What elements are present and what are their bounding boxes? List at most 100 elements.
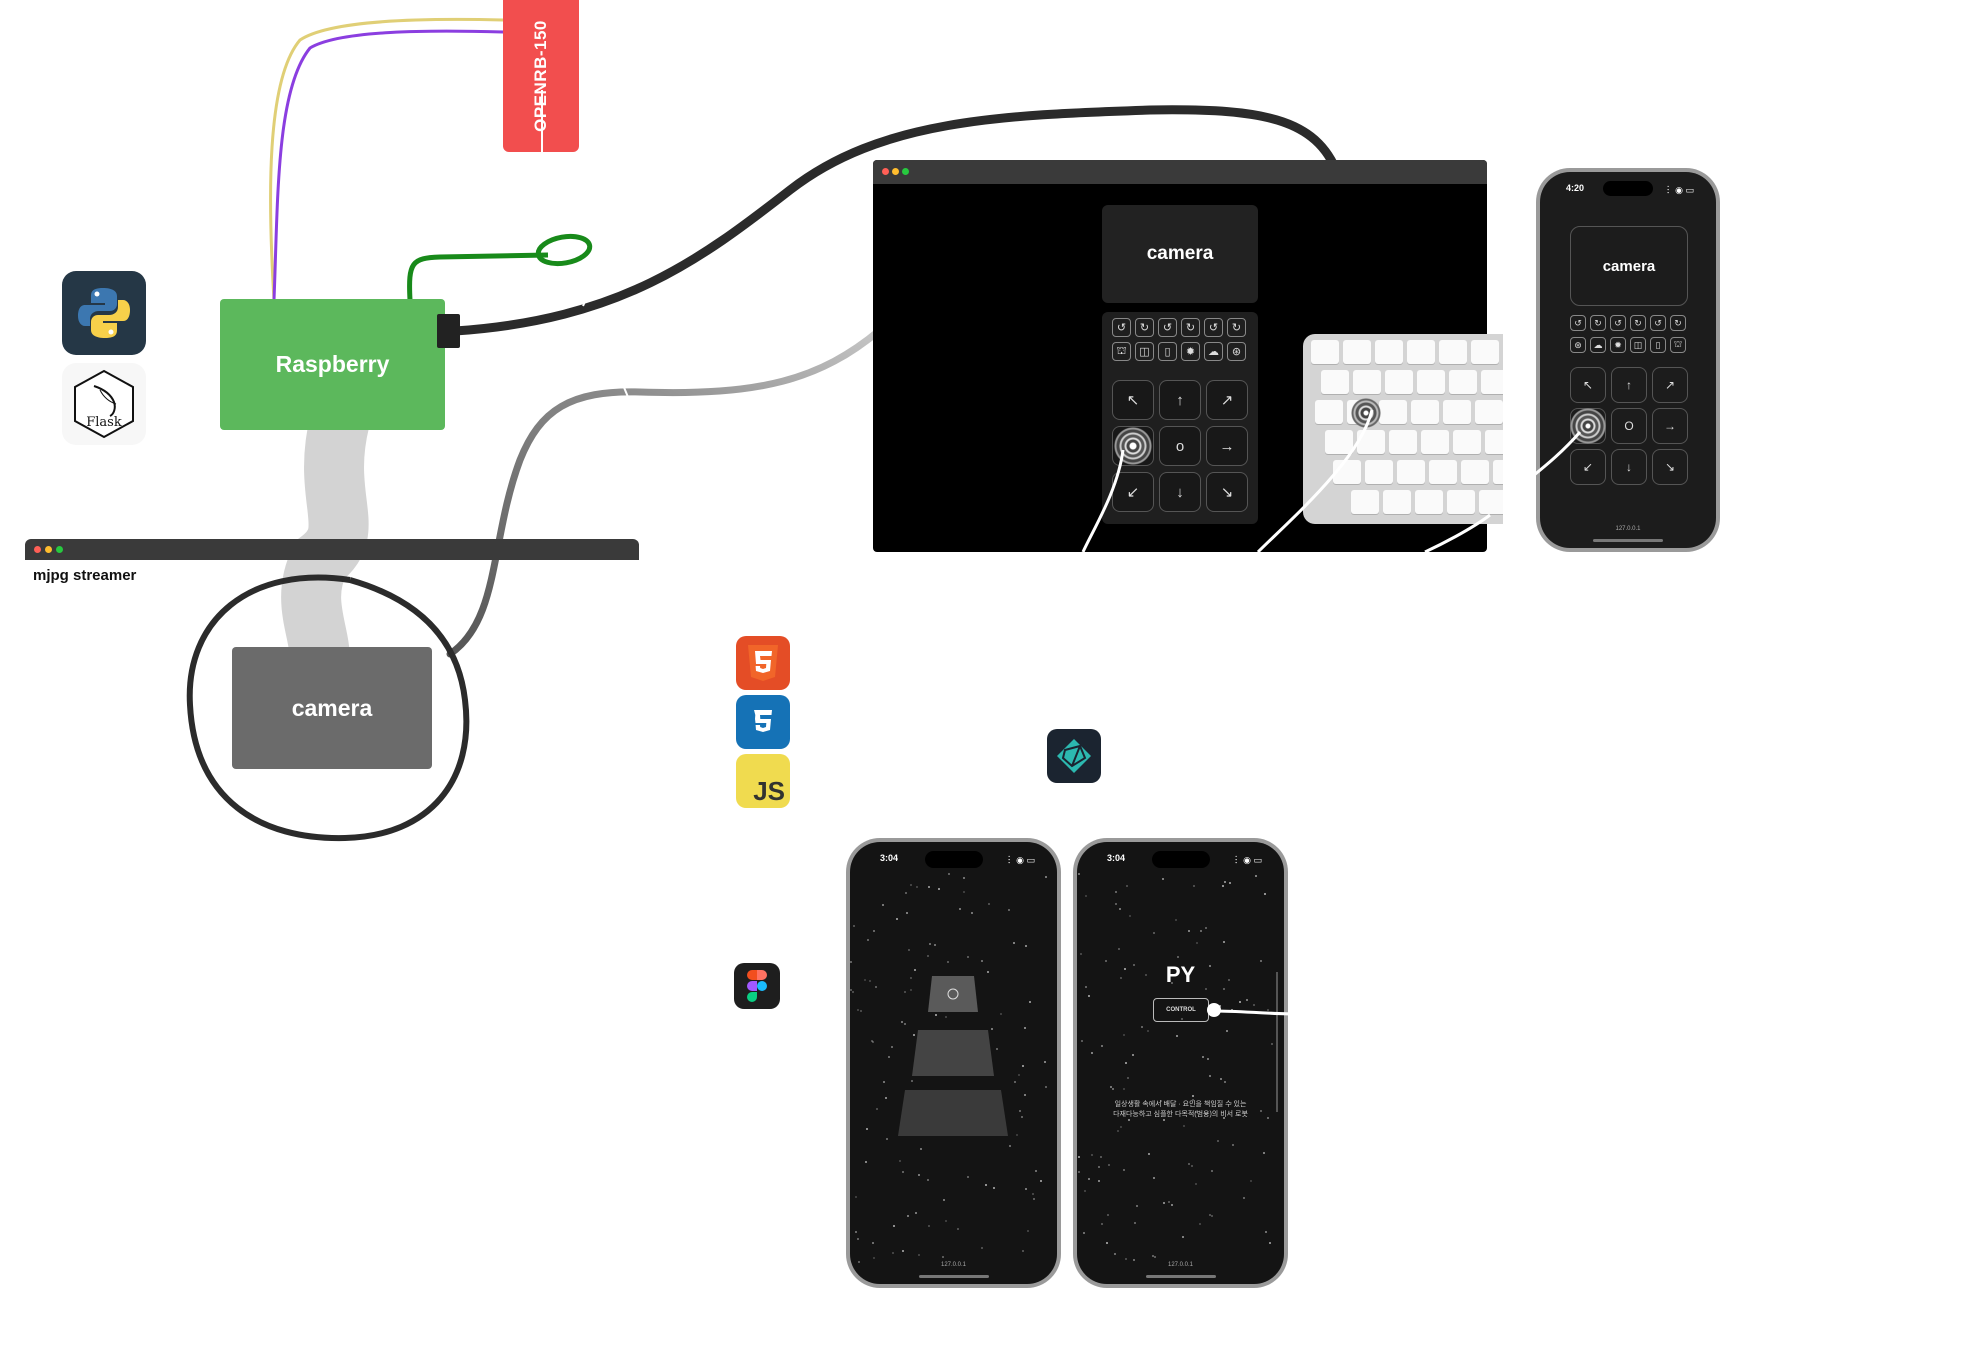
star — [910, 989, 912, 991]
py-description-line2: 다재다능하고 심플한 다목적(범용)의 비서 로봇 — [1113, 1111, 1248, 1118]
arrow-down-left-button[interactable]: ↙ — [1570, 449, 1606, 485]
center-button[interactable]: o — [1159, 426, 1201, 466]
star — [1117, 1130, 1119, 1132]
star — [1205, 1113, 1207, 1115]
maximize-dot[interactable] — [56, 546, 63, 553]
star — [1085, 895, 1087, 897]
keyboard-key — [1471, 340, 1499, 364]
arrow-up-right-button[interactable]: ↗ — [1206, 380, 1248, 420]
star — [1147, 1030, 1149, 1032]
rotate-left-icon[interactable]: ↺ — [1650, 315, 1666, 331]
keyboard-key — [1325, 430, 1353, 454]
purple-wire — [272, 29, 504, 301]
star — [1032, 1193, 1034, 1195]
star — [1271, 1043, 1273, 1045]
arrow-up-right-button[interactable]: ↗ — [1652, 367, 1688, 403]
star — [1027, 1230, 1029, 1232]
star — [1045, 1086, 1047, 1088]
star — [1211, 1215, 1213, 1217]
rotate-right-icon[interactable]: ↻ — [1590, 315, 1606, 331]
arrow-down-button[interactable]: ↓ — [1611, 449, 1647, 485]
arrow-down-button[interactable]: ↓ — [1159, 472, 1201, 512]
javascript-icon: JS — [736, 754, 790, 808]
center-button[interactable]: O — [1611, 408, 1647, 444]
robot-shape — [898, 976, 1008, 1136]
phone-time: 4:20 — [1566, 183, 1585, 193]
star — [1192, 1095, 1194, 1097]
arrow-up-left-button[interactable]: ↖ — [1112, 380, 1154, 420]
home-indicator — [1593, 539, 1663, 542]
rotate-right-icon[interactable]: ↻ — [1670, 315, 1686, 331]
status-icons: ︙ ◉ ▭ — [1004, 855, 1035, 865]
star — [928, 886, 930, 888]
netlify-icon — [1047, 729, 1101, 783]
star — [1183, 1125, 1185, 1127]
star — [1224, 1081, 1226, 1083]
star — [1127, 1077, 1129, 1079]
star — [886, 1138, 888, 1140]
arrow-up-button[interactable]: ↑ — [1611, 367, 1647, 403]
keyboard-key — [1375, 340, 1403, 364]
star — [1120, 1126, 1122, 1128]
star — [860, 1010, 862, 1012]
close-dot[interactable] — [34, 546, 41, 553]
star — [850, 989, 852, 991]
phone-py: 3:04 ︙ ◉ ▭ PY CONTROL 일상생활 속에서 배달 · 요인을 … — [1073, 838, 1288, 1288]
star — [1084, 1190, 1086, 1192]
dynamic-island — [924, 851, 983, 868]
keyboard-key — [1447, 490, 1475, 514]
star — [1196, 942, 1198, 944]
arrow-down-left-button[interactable]: ↙ — [1112, 472, 1154, 512]
rotate-left-icon[interactable]: ↺ — [1570, 315, 1586, 331]
center-label: o — [1175, 437, 1185, 455]
star — [1205, 927, 1207, 929]
star — [910, 977, 912, 979]
star — [899, 1160, 901, 1162]
control-button[interactable]: CONTROL — [1153, 998, 1209, 1022]
rotate-left-icon[interactable]: ↺ — [1610, 315, 1626, 331]
keyboard-key — [1417, 370, 1445, 394]
minimize-dot[interactable] — [45, 546, 52, 553]
arrow-right-button[interactable]: → — [1206, 426, 1248, 466]
star — [1101, 1223, 1103, 1225]
light-icon[interactable]: ✹ — [1610, 337, 1626, 353]
star — [1152, 1255, 1154, 1257]
star — [1269, 1242, 1271, 1244]
star — [1231, 1009, 1233, 1011]
star — [1223, 941, 1225, 943]
star — [1016, 1134, 1018, 1136]
star — [1133, 964, 1135, 966]
keyboard-key — [1389, 430, 1417, 454]
star — [883, 1081, 885, 1083]
star — [906, 912, 908, 914]
star — [1136, 1205, 1138, 1207]
door-close-icon[interactable]: ▯ — [1650, 337, 1666, 353]
keyboard-key — [1397, 460, 1425, 484]
phone-intro-screen: 3:04 ︙ ◉ ▭ 127.0.0.1 — [850, 842, 1057, 1284]
star — [938, 888, 940, 890]
netlify-logo-icon — [1057, 739, 1091, 773]
star — [1267, 1009, 1269, 1011]
star — [1132, 1054, 1134, 1056]
star — [1160, 1100, 1162, 1102]
star — [1105, 960, 1107, 962]
door-open-icon[interactable]: ◫ — [1630, 337, 1646, 353]
arrow-down-right-button[interactable]: ↘ — [1206, 472, 1248, 512]
scrollbar[interactable] — [1276, 972, 1278, 1112]
arrow-right-button[interactable]: → — [1652, 408, 1688, 444]
arrow-up-button[interactable]: ↑ — [1159, 380, 1201, 420]
star — [934, 944, 936, 946]
arrow-up-left-button[interactable]: ↖ — [1570, 367, 1606, 403]
weather-icon[interactable]: ☁ — [1590, 337, 1606, 353]
camera-label: camera — [291, 694, 373, 721]
arrow-down-right-button[interactable]: ↘ — [1652, 449, 1688, 485]
keyboard-image — [1303, 334, 1503, 524]
star — [1118, 948, 1120, 950]
star — [1129, 915, 1131, 917]
keyboard-key — [1333, 460, 1361, 484]
steering-wheel-icon[interactable]: ⊛ — [1570, 337, 1586, 353]
rotate-right-icon[interactable]: ↻ — [1630, 315, 1646, 331]
star — [1163, 1202, 1165, 1204]
star — [1211, 1170, 1213, 1172]
gripper-icon[interactable]: ⛫ — [1670, 337, 1686, 353]
